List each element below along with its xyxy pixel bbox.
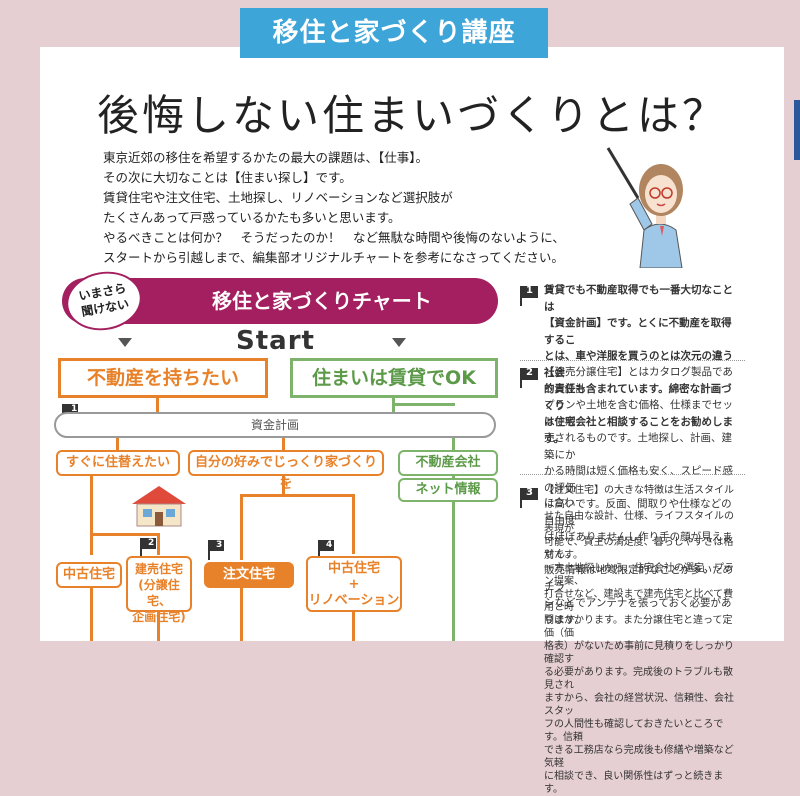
connector-line	[452, 438, 455, 641]
built-for-sale-line: 企画住宅)	[132, 610, 186, 624]
option-built-for-sale: 建売住宅 (分譲住宅、 企画住宅)	[126, 556, 192, 624]
note-line: シなどでアンテナを張っておく必要があります。	[544, 597, 732, 626]
intro-line: スタートから引越しまで、編集部オリジナルチャートを参考になさってください。	[103, 250, 564, 265]
flag-number: 2	[148, 538, 155, 548]
note-number: 3	[526, 487, 533, 498]
note-number: 1	[526, 285, 533, 296]
note-line: 賃貸でも不動産取得でも一番大切なことは	[544, 284, 733, 313]
connector-line	[392, 403, 455, 406]
intro-line: やるべきことは何か？ そうだったのか！ など無駄な時間や後悔のないように、	[103, 230, 565, 245]
note-line: 間はかかります。また分譲住宅と違って定価（価	[544, 615, 733, 639]
option-real-estate-agency: 不動産会社	[398, 450, 498, 476]
connector-line	[352, 612, 355, 641]
connector-line	[90, 476, 93, 536]
flag-number: 3	[216, 540, 223, 550]
used-reno-line: リノベーション	[308, 593, 400, 608]
flag-number: 1	[71, 404, 78, 414]
note-line: 打合せなど、建設まで建売住宅と比べて費用と時	[544, 589, 734, 613]
note-line: に相談でき、良い関係性はずっと続きます。	[544, 771, 724, 795]
used-reno-line: +	[348, 577, 360, 592]
connector-line	[240, 494, 243, 560]
chart-banner-title: 移住と家づくりチャート	[212, 289, 432, 313]
flag-icon	[140, 538, 156, 558]
note-divider	[520, 360, 745, 361]
note-line: プランや土地を含む価格、仕様までセットで販	[544, 399, 733, 428]
note-number: 2	[526, 367, 533, 378]
connector-line	[240, 588, 243, 641]
flag-icon	[520, 488, 538, 508]
page-paper	[40, 47, 784, 641]
note-3: 【注文住宅】の大きな特徴は生活スタイルに合わ せた自由な設計、仕様、ライフスタイ…	[544, 484, 740, 796]
note-1: 賃貸でも不動産取得でも一番大切なことは 【資金計画】です。とくに不動産を取得する…	[544, 282, 740, 447]
flag-icon	[520, 368, 538, 388]
connector-line	[90, 533, 93, 555]
connector-line	[90, 533, 160, 536]
note-line: せた自由な設計、仕様、ライフスタイルの表現が	[544, 511, 734, 535]
connector-line	[157, 533, 160, 555]
intro-line: 東京近郊の移住を希望するかたの最大の課題は、【仕事】。	[103, 150, 429, 165]
choice-own-property: 不動産を持ちたい	[58, 358, 268, 398]
connector-line	[156, 398, 159, 412]
note-line: 【建売分譲住宅】とはカタログ製品であり、設計	[544, 366, 733, 395]
connector-line	[116, 438, 119, 450]
start-label: Start	[236, 326, 315, 356]
option-net-info: ネット情報	[398, 478, 498, 502]
note-line: ますから、会社の経営状況、信頼性、会社スタッ	[544, 693, 734, 717]
connector-line	[157, 612, 160, 641]
connector-line	[352, 494, 355, 554]
flag-icon	[208, 540, 224, 560]
connector-line	[240, 494, 354, 497]
option-custom-house: 注文住宅	[204, 562, 294, 588]
intro-line: たくさんあって戸惑っているかたも多いと思います。	[103, 210, 401, 225]
note-line: 一方土地探しから、住宅会社の選定、プラン提案、	[544, 563, 734, 587]
built-for-sale-line: 建売住宅	[134, 562, 183, 576]
intro-line: その次に大切なことは【住まい探し】です。	[103, 170, 352, 185]
note-line: は高いです。反面、間取りや仕様などの自由度	[544, 498, 732, 527]
connector-line	[282, 438, 285, 450]
funding-plan-bar: 資金計画	[54, 412, 496, 438]
house-icon	[132, 486, 186, 527]
arrow-down-icon	[118, 338, 132, 347]
note-line: 【資金計画】です。とくに不動産を取得するこ	[544, 317, 732, 346]
option-build-slowly: 自分の好みでじっくり家づくりを	[188, 450, 384, 492]
choice-rent-ok: 住まいは賃貸でOK	[290, 358, 498, 398]
option-used-renovation: 中古住宅 + リノベーション	[306, 556, 402, 612]
note-line: 売されるものです。土地探し、計画、建築にか	[544, 432, 732, 461]
note-line: は住宅会社と相談することをお勧めします。	[544, 416, 733, 445]
option-move-now: すぐに住替えたい	[56, 450, 180, 476]
note-2: 【建売分譲住宅】とはカタログ製品であり、設計 プランや土地を含む価格、仕様までセ…	[544, 364, 740, 628]
note-line: 格表）がないため事前に見積りをしっかり確認す	[544, 641, 734, 665]
connector-line	[90, 588, 93, 641]
used-reno-line: 中古住宅	[327, 561, 380, 576]
note-line: 販売情報は地域限定的なことが多いためチラ	[544, 564, 733, 593]
flag-number: 4	[326, 540, 333, 550]
note-line: る必要があります。完成後のトラブルも散見され	[544, 667, 733, 691]
intro-line: 賃貸住宅や注文住宅、土地探し、リノベーションなど選択肢が	[103, 190, 453, 205]
note-line: とは、車や洋服を買うのとは次元の違う社会	[544, 350, 733, 379]
teacher-illustration	[606, 147, 683, 268]
page-title: 後悔しない住まいづくりとは？	[96, 91, 727, 140]
note-line: 【注文住宅】の大きな特徴は生活スタイルに合わ	[544, 485, 734, 509]
built-for-sale-line: (分譲住宅、	[138, 578, 180, 608]
note-line: できる工務店なら完成後も修繕や増築など気軽	[544, 745, 734, 769]
note-line: 的責任も含まれています。綿密な計画づくり	[544, 383, 732, 412]
connector-line	[282, 476, 285, 496]
note-line: はほぼありませんし作り手の顔が見えません。	[544, 531, 733, 560]
note-line: フの人間性も確認しておきたいところです。信頼	[544, 719, 724, 743]
page-edge-tab	[794, 100, 800, 160]
arrow-down-icon	[392, 338, 406, 347]
section-header: 移住と家づくり講座	[240, 8, 548, 58]
flag-icon	[520, 286, 538, 306]
intro-text: 東京近郊の移住を希望するかたの最大の課題は、【仕事】。 その次に大切なことは【住…	[103, 148, 583, 268]
note-line: 可能で、買主の満足度、暮らしやすさは格別です。	[544, 537, 734, 561]
note-divider	[520, 474, 745, 475]
option-used-house: 中古住宅	[56, 562, 122, 588]
